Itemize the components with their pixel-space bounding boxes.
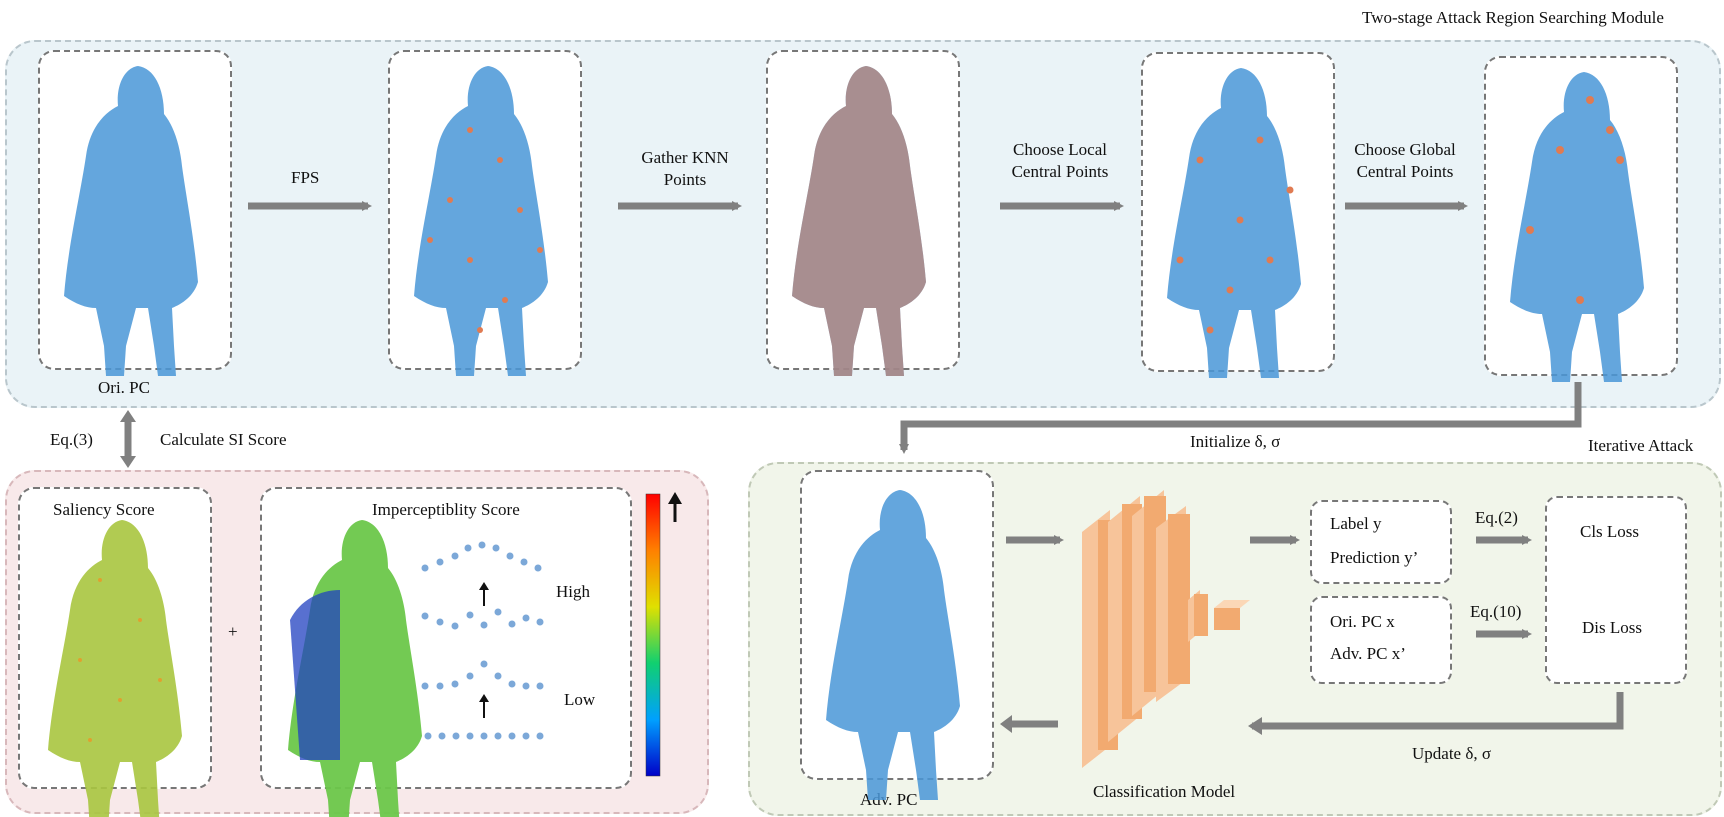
local-orange-points <box>1176 136 1294 334</box>
dot-curves <box>421 541 544 740</box>
classification-model-icon <box>1082 490 1250 768</box>
ori-pc-x-text: Ori. PC x <box>1330 612 1395 631</box>
search-module-title: Two-stage Attack Region Searching Module <box>1362 8 1664 27</box>
adv-pc-cloud <box>826 490 960 800</box>
eq3-label: Eq.(3) <box>50 430 93 449</box>
eq10-label: Eq.(10) <box>1470 602 1522 621</box>
cls-loss-text: Cls Loss <box>1580 522 1640 541</box>
saliency-title: Saliency Score <box>53 500 155 519</box>
global-orange-points <box>1526 96 1624 304</box>
attack-arrows <box>1006 535 1624 730</box>
ori-pc-label: Ori. PC <box>98 378 150 397</box>
label-prediction-box <box>1310 500 1452 584</box>
saliency-speckles <box>78 578 162 742</box>
iterative-attack-title: Iterative Attack <box>1588 436 1694 455</box>
fps-orange-points <box>427 127 543 333</box>
high-label: High <box>556 582 590 601</box>
low-label: Low <box>564 690 596 709</box>
initialize-label: Initialize δ, σ <box>1190 432 1281 451</box>
classification-model-label: Classification Model <box>1093 782 1236 801</box>
ori-pc-cloud <box>64 66 198 376</box>
loss-box <box>1545 496 1687 684</box>
ori-adv-box <box>1310 596 1452 684</box>
calculate-si-label: Calculate SI Score <box>160 430 287 449</box>
adv-pc-x-text: Adv. PC x’ <box>1330 644 1406 663</box>
plus-sign: + <box>228 622 238 641</box>
local-cloud <box>1167 68 1301 378</box>
initialize-connector <box>899 382 1582 454</box>
dis-loss-text: Dis Loss <box>1582 618 1642 637</box>
update-label: Update δ, σ <box>1412 744 1492 763</box>
imperceptibility-blue-region <box>290 590 340 760</box>
eq2-label: Eq.(2) <box>1475 508 1518 527</box>
label-y-text: Label y <box>1330 514 1382 533</box>
saliency-cloud <box>48 520 182 817</box>
colorbar-up-arrow-icon <box>668 492 682 504</box>
imperceptibility-title: Imperceptiblity Score <box>372 500 520 519</box>
colorbar <box>645 493 661 777</box>
knn-orange-overlay <box>792 66 926 376</box>
prediction-text: Prediction y’ <box>1330 548 1419 567</box>
fps-label: FPS <box>291 168 320 187</box>
